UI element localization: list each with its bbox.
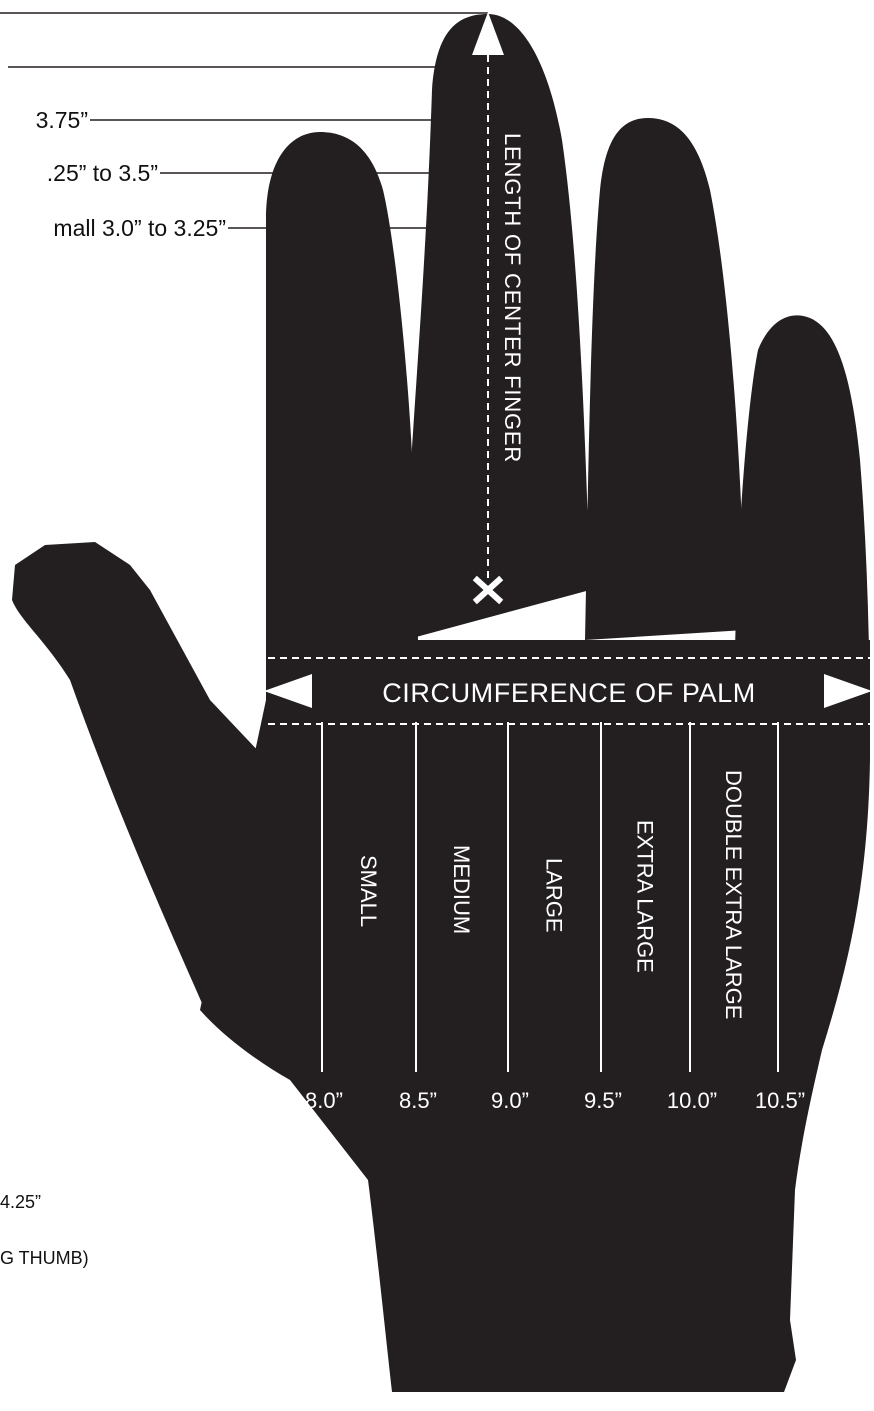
index-finger: [266, 132, 418, 700]
note-thumb: G THUMB): [0, 1248, 89, 1268]
finger-length-labels: 3.75” .25” to 3.5” mall 3.0” to 3.25”: [36, 107, 226, 241]
measurement-label-3: 9.0”: [491, 1088, 529, 1113]
center-finger-label: LENGTH OF CENTER FINGER: [500, 133, 525, 463]
palm-label: CIRCUMFERENCE OF PALM: [382, 678, 756, 708]
size-label-3: LARGE: [542, 858, 567, 933]
finger-length-label-3: mall 3.0” to 3.25”: [53, 215, 226, 241]
measurement-label-1: 8.0”: [305, 1088, 343, 1113]
palm-and-wrist: [200, 640, 870, 1392]
middle-finger: [405, 14, 590, 640]
size-label-2: MEDIUM: [449, 845, 474, 934]
measurement-label-5: 10.0”: [667, 1088, 717, 1113]
size-label-5: DOUBLE EXTRA LARGE: [721, 770, 746, 1019]
measurement-label-4: 9.5”: [584, 1088, 622, 1113]
size-label-1: SMALL: [356, 855, 381, 927]
bottom-notes: 4.25” G THUMB): [0, 1192, 89, 1268]
measurement-label-6: 10.5”: [755, 1088, 805, 1113]
size-label-4: EXTRA LARGE: [633, 820, 658, 973]
finger-length-label-2: .25” to 3.5”: [47, 160, 158, 186]
measurement-label-2: 8.5”: [399, 1088, 437, 1113]
finger-length-label-1: 3.75”: [36, 107, 88, 133]
note-thumb-length: 4.25”: [0, 1192, 41, 1212]
ring-finger: [585, 118, 745, 640]
